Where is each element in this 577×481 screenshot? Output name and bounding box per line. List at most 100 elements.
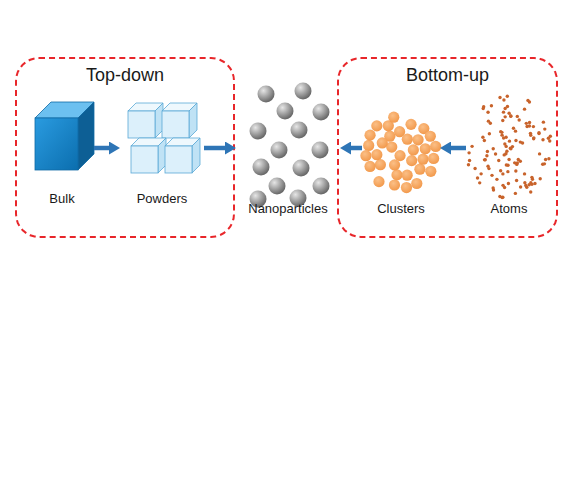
atom bbox=[509, 114, 512, 117]
material-stage: Bulk bbox=[30, 92, 94, 216]
cluster bbox=[373, 176, 384, 187]
stage-label: Atoms bbox=[466, 202, 552, 217]
cluster-spheres bbox=[360, 112, 441, 194]
atom bbox=[543, 162, 546, 165]
atom bbox=[509, 147, 512, 150]
cluster bbox=[360, 150, 371, 161]
atom bbox=[530, 176, 533, 179]
atom bbox=[487, 119, 490, 122]
atom bbox=[523, 172, 526, 175]
atom bbox=[547, 137, 550, 140]
atom bbox=[503, 107, 506, 110]
atom bbox=[498, 96, 501, 99]
atom bbox=[483, 139, 486, 142]
atom bbox=[492, 147, 495, 150]
cluster bbox=[394, 150, 405, 161]
cluster bbox=[402, 134, 413, 145]
nanoparticle bbox=[271, 142, 288, 159]
atom bbox=[514, 192, 517, 195]
atom bbox=[473, 167, 476, 170]
atom bbox=[501, 172, 504, 175]
atom bbox=[467, 163, 470, 166]
atom bbox=[509, 147, 512, 150]
cluster bbox=[411, 178, 422, 189]
atom bbox=[487, 167, 490, 170]
cluster bbox=[363, 140, 374, 151]
atom bbox=[501, 184, 504, 187]
atom bbox=[541, 138, 544, 141]
stage-label: Bulk bbox=[30, 192, 94, 207]
process-arrow bbox=[351, 146, 362, 151]
atom bbox=[488, 132, 491, 135]
atom bbox=[525, 122, 528, 125]
atom bbox=[497, 159, 500, 162]
atom-dots bbox=[467, 95, 552, 200]
atom bbox=[544, 158, 547, 161]
atom bbox=[484, 158, 487, 161]
atom bbox=[499, 169, 502, 172]
nanoparticle bbox=[258, 86, 275, 103]
process-arrow bbox=[94, 146, 109, 151]
cube-front bbox=[131, 146, 158, 173]
material-stage: Powders bbox=[120, 92, 204, 216]
cube-front bbox=[35, 118, 78, 170]
atom bbox=[498, 195, 501, 198]
atom bbox=[494, 152, 497, 155]
atom bbox=[479, 172, 482, 175]
atom bbox=[491, 186, 494, 189]
atom bbox=[528, 100, 531, 103]
atom bbox=[519, 159, 522, 162]
atom bbox=[542, 120, 545, 123]
atom bbox=[515, 179, 518, 182]
cluster bbox=[420, 143, 431, 154]
cluster bbox=[364, 161, 375, 172]
material-stage: Clusters bbox=[362, 92, 440, 218]
atom bbox=[537, 131, 540, 134]
atom bbox=[532, 137, 535, 140]
cube-front bbox=[162, 111, 189, 138]
process-arrow bbox=[451, 146, 466, 151]
atom bbox=[502, 98, 505, 101]
stage-label: Nanoparticles bbox=[236, 202, 340, 217]
atom bbox=[509, 114, 512, 117]
atom bbox=[485, 154, 488, 157]
atom bbox=[529, 181, 532, 184]
atom bbox=[501, 119, 504, 122]
nanoparticle bbox=[291, 122, 308, 139]
atom bbox=[490, 104, 493, 107]
approach-group: Bottom-upClustersAtoms bbox=[337, 57, 558, 238]
cluster bbox=[364, 130, 375, 141]
cluster bbox=[405, 119, 416, 130]
atom bbox=[478, 181, 481, 184]
cluster bbox=[389, 159, 400, 170]
cluster bbox=[412, 134, 423, 145]
atom bbox=[504, 145, 507, 148]
atom bbox=[538, 152, 541, 155]
process-arrow bbox=[204, 146, 225, 151]
atom bbox=[514, 129, 517, 132]
nanoparticle bbox=[312, 142, 329, 159]
cube-side bbox=[189, 103, 197, 138]
cluster bbox=[430, 141, 441, 152]
atom bbox=[543, 127, 546, 130]
atom bbox=[537, 132, 540, 135]
powder-cubes bbox=[128, 103, 200, 173]
atom bbox=[507, 158, 510, 161]
atom bbox=[514, 169, 517, 172]
atom bbox=[521, 141, 524, 144]
atom bbox=[500, 131, 503, 134]
atom bbox=[529, 190, 532, 193]
nanoparticle bbox=[269, 178, 286, 195]
cube-side bbox=[192, 138, 200, 173]
atom bbox=[508, 139, 511, 142]
atom bbox=[490, 174, 493, 177]
atom bbox=[506, 170, 509, 173]
nanoparticle bbox=[313, 104, 330, 121]
atom bbox=[532, 136, 535, 139]
atom bbox=[506, 95, 509, 98]
nanoparticle bbox=[295, 83, 312, 100]
atom bbox=[507, 182, 510, 185]
bulk-cube bbox=[35, 102, 94, 170]
nanoparticle bbox=[277, 103, 294, 120]
atom bbox=[519, 185, 522, 188]
